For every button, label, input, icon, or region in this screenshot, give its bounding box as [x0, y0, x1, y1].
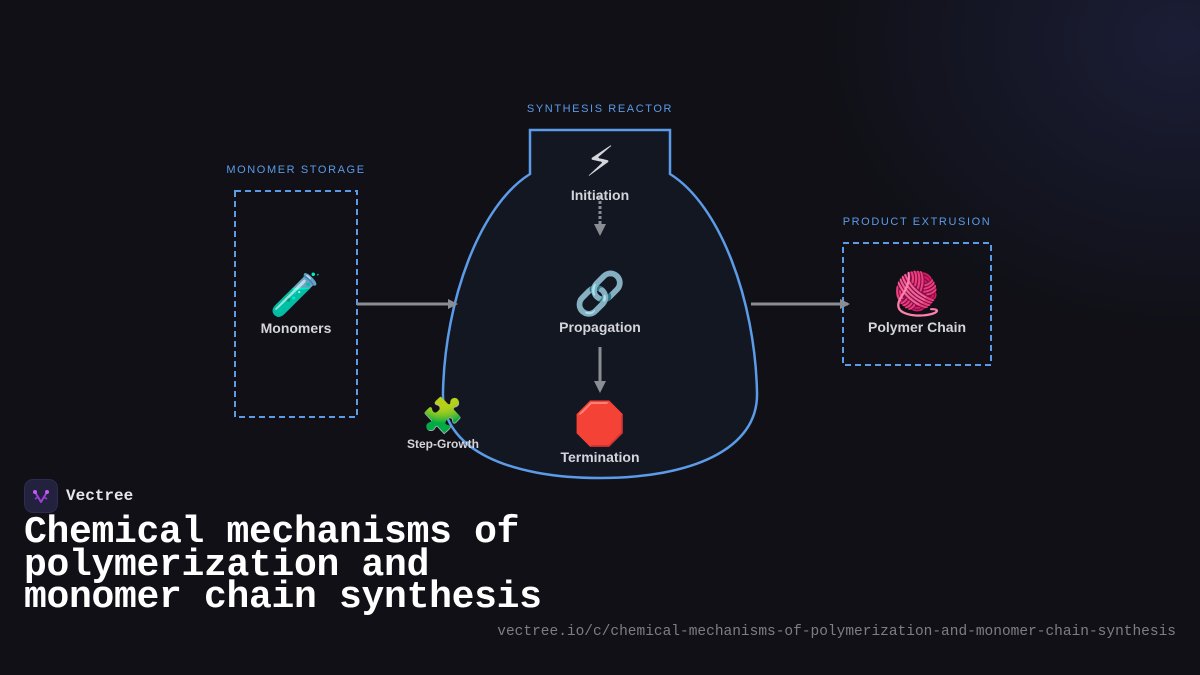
yarn-ball-icon: 🧶 — [890, 269, 944, 318]
brand-name: Vectree — [66, 487, 134, 505]
synthesis-reactor-vessel — [441, 128, 759, 480]
puzzle-piece-icon: 🧩 — [421, 396, 465, 436]
chain-link-icon: 🔗 — [573, 269, 627, 318]
zone-label-monomer-storage: MONOMER STORAGE — [226, 164, 366, 176]
node-label: Monomers — [260, 320, 332, 336]
node-initiation[interactable]: ⚡ Initiation — [570, 137, 630, 204]
arrow-propagation-to-termination-head — [594, 381, 606, 393]
brand: Vectree — [24, 479, 133, 513]
node-label: Initiation — [570, 187, 630, 203]
test-tube-icon: 🧪 — [269, 270, 323, 319]
node-monomers[interactable]: 🧪 Monomers — [260, 270, 332, 337]
page-title: Chemical mechanisms of polymerization an… — [24, 511, 542, 619]
vectree-logo-icon — [24, 479, 58, 513]
zone-label-synthesis-reactor: SYNTHESIS REACTOR — [526, 103, 674, 115]
lightning-bolt-icon: ⚡ — [585, 137, 615, 186]
node-label: Step-Growth — [407, 437, 479, 451]
node-propagation[interactable]: 🔗 Propagation — [559, 269, 641, 336]
zone-label-product-extrusion: PRODUCT EXTRUSION — [842, 216, 992, 228]
node-label: Polymer Chain — [867, 319, 967, 335]
node-termination[interactable]: 🛑 Termination — [560, 399, 640, 466]
node-step-growth[interactable]: 🧩 Step-Growth — [407, 397, 479, 451]
arrow-initiation-to-propagation-head — [594, 224, 606, 236]
node-label: Termination — [560, 449, 640, 465]
node-label: Propagation — [559, 319, 641, 335]
page-url[interactable]: vectree.io/c/chemical-mechanisms-of-poly… — [497, 624, 1176, 640]
node-polymer-chain[interactable]: 🧶 Polymer Chain — [867, 269, 967, 336]
product-extrusion-zone — [842, 242, 992, 366]
stop-sign-icon: 🛑 — [573, 399, 627, 448]
